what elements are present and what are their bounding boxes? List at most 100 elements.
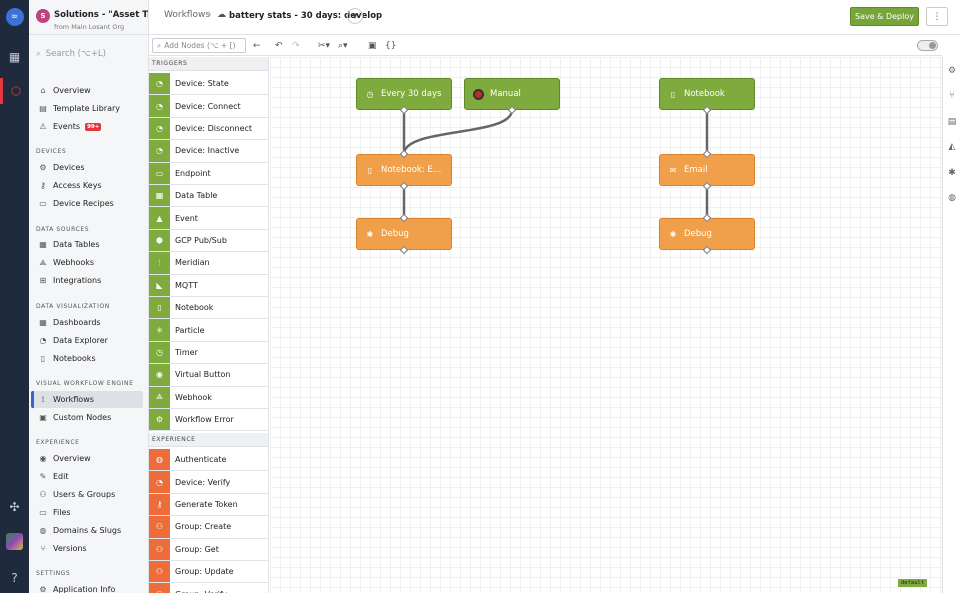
notebook-icon: ▯ [670,89,676,99]
home-logo[interactable]: ∞ [0,0,29,33]
application-subtitle: from Main Losant Org [54,23,125,31]
sidebar-item-workflows[interactable]: ⟟Workflows [31,391,143,408]
palette-node-device-connect[interactable]: ◔Device: Connect [149,95,268,118]
palette-node-label: Generate Token [175,499,238,509]
sidebar-item-data-explorer[interactable]: ◔Data Explorer [31,332,143,349]
right-panel-button-storage[interactable]: ▤ [943,113,960,131]
cut-menu-button[interactable]: ✂▾ [318,39,330,53]
sidebar-item-device-recipes[interactable]: ▭Device Recipes [31,195,143,212]
rail-button-help[interactable]: ? [0,565,29,591]
sidebar-item-integrations[interactable]: ⊞Integrations [31,272,143,289]
palette-node-gcp-pub-sub[interactable]: ⬢GCP Pub/Sub [149,229,268,253]
node-type-icon: ◔ [149,73,170,95]
palette-node-group-update[interactable]: ⚇Group: Update [149,561,268,584]
redo-button[interactable]: ↷ [292,39,300,53]
palette-node-notebook[interactable]: ▯Notebook [149,297,268,320]
cloud-icon: ☁ [217,10,226,20]
palette-node-device-verify[interactable]: ◔Device: Verify [149,471,268,494]
palette-node-group-get[interactable]: ⚇Group: Get [149,538,268,561]
right-panel-button-versions-branch[interactable]: ⑂ [943,87,960,105]
sidebar-item-custom-nodes[interactable]: ▣Custom Nodes [31,409,143,426]
sidebar-item-edit[interactable]: ✎Edit [31,468,143,485]
view-toggle[interactable] [917,40,938,51]
avatar[interactable] [6,533,23,550]
workflow-node-every30[interactable]: ◷Every 30 days [356,78,452,110]
palette-node-event[interactable]: ▲Event [149,207,268,230]
node-type-icon: ⬢ [149,229,170,252]
right-panel-button-debug-bug[interactable]: ✱ [943,164,960,182]
palette-node-group-create[interactable]: ⚇Group: Create [149,516,268,539]
rail-button-applications[interactable]: ⬡ [0,78,29,104]
right-panel-button-chart[interactable]: ◭ [943,138,960,156]
chart-icon: ◭ [948,142,956,152]
sidebar-item-dashboards[interactable]: ▦Dashboards [31,314,143,331]
palette-node-endpoint[interactable]: ▭Endpoint [149,162,268,185]
sidebar-item-files[interactable]: ▭Files [31,504,143,521]
palette-node-authenticate[interactable]: ◍Authenticate [149,449,268,472]
palette-node-data-table[interactable]: ▦Data Table [149,185,268,208]
palette-node-device-state[interactable]: ◔ Device: State [149,73,268,96]
arrow-left-icon: ← [253,41,261,51]
zoom-icon: ⌕▾ [338,41,348,51]
palette-node-label: Device: State [175,79,229,89]
palette-node-label: Data Table [175,191,218,201]
sidebar-item-notebooks[interactable]: ▯Notebooks [31,350,143,367]
collapse-palette-button[interactable]: ← [253,39,261,53]
undo-button[interactable]: ↶ [275,39,283,53]
table-icon: ▦ [39,240,47,249]
help-icon: ? [11,571,18,585]
sidebar-search[interactable]: ⌕ Search (⌥+L) [36,46,144,62]
add-nodes-search[interactable]: ⌕ Add Nodes (⌥ + [) [152,38,246,53]
sidebar-item-domains-slugs[interactable]: ◍Domains & Slugs [31,522,143,539]
workflow-node-manual[interactable]: Manual [464,78,560,110]
files-icon: ▭ [39,508,47,517]
integration-icon: ⊞ [39,276,47,285]
sidebar-item-access-keys[interactable]: ⚷Access Keys [31,177,143,194]
sidebar-item-data-tables[interactable]: ▦Data Tables [31,236,143,253]
sidebar-item-users-groups[interactable]: ⚇Users & Groups [31,486,143,503]
workflow-node-notebook-trig[interactable]: ▯Notebook [659,78,755,110]
rail-button-dashboards[interactable]: ▦ [0,44,29,70]
sidebar-section-heading: DEVICES [36,148,67,155]
palette-node-workflow-error[interactable]: ⚙Workflow Error [149,409,268,432]
palette-node-mqtt[interactable]: ◣MQTT [149,274,268,297]
palette-node-particle[interactable]: ✳Particle [149,319,268,342]
palette-node-generate-token[interactable]: ⚷Generate Token [149,493,268,517]
sidebar-item-versions[interactable]: ⑂Versions [31,540,143,557]
palette-node-group-verify[interactable]: ⚇Group: Verify [149,583,268,593]
sidebar-item-label: Domains & Slugs [53,526,122,535]
palette-node-virtual-button[interactable]: ◉Virtual Button [149,364,268,387]
palette-node-device-disconnect[interactable]: ◔Device: Disconnect [149,117,268,141]
right-panel-button-settings-gear[interactable]: ⚙ [943,62,960,80]
sidebar-item-overview[interactable]: ◉Overview [31,450,143,467]
globals-button[interactable]: {} [385,39,396,53]
applications-icon: ⬡ [10,84,22,98]
settings-gear-icon: ⚙ [947,66,957,76]
palette-node-webhook[interactable]: ⟁Webhook [149,386,268,409]
palette-node-device-inactive[interactable]: ◔Device: Inactive [149,140,268,163]
breadcrumb-workflows[interactable]: Workflows [164,10,211,20]
workflow-node-debug-1[interactable]: ✱Debug [356,218,452,250]
sidebar-item-application-info[interactable]: ⚙Application Info [31,581,143,593]
add-nodes-placeholder: Add Nodes (⌥ + [) [164,41,236,50]
sidebar-item-template-library[interactable]: ▤Template Library [31,100,143,117]
right-panel-button-globe[interactable]: ◍ [943,189,960,207]
palette-node-label: Device: Disconnect [175,123,253,133]
sidebar-item-webhooks[interactable]: ⟁Webhooks [31,254,143,271]
palette-node-meridian[interactable]: ⦙Meridian [149,252,268,275]
application-header[interactable]: S Solutions - "Asset Trac… from Main Los… [29,0,148,35]
add-comment-button[interactable]: ▣ [368,39,377,53]
sidebar-item-overview[interactable]: ⌂Overview [31,82,143,99]
rail-button-edge[interactable]: ✣ [0,494,29,520]
save-deploy-button[interactable]: Save & Deploy [850,7,919,26]
sidebar-item-label: Devices [53,163,85,172]
zoom-menu-button[interactable]: ⌕▾ [338,39,348,53]
sidebar-item-devices[interactable]: ⚙Devices [31,159,143,176]
events-count-badge: 99+ [85,122,102,131]
palette-node-timer[interactable]: ◷Timer [149,341,268,365]
node-type-icon: ◔ [149,140,170,162]
more-options-button[interactable]: ⋮ [926,7,948,26]
workflow-menu-button[interactable]: ▼ [347,8,363,24]
